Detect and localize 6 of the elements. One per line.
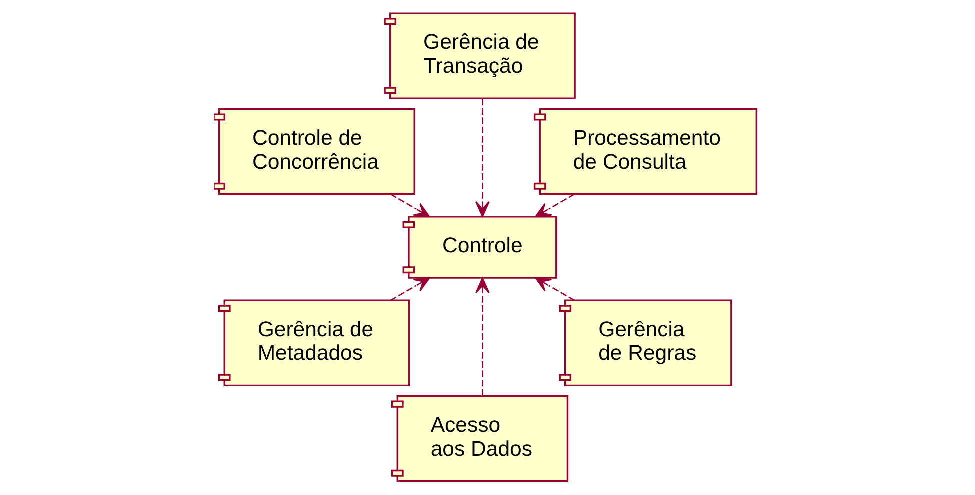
arrow — [390, 277, 430, 302]
arrow — [534, 277, 575, 302]
arrow — [534, 194, 575, 218]
arrow — [390, 194, 430, 218]
arrow — [474, 99, 490, 218]
arrow — [474, 278, 490, 396]
